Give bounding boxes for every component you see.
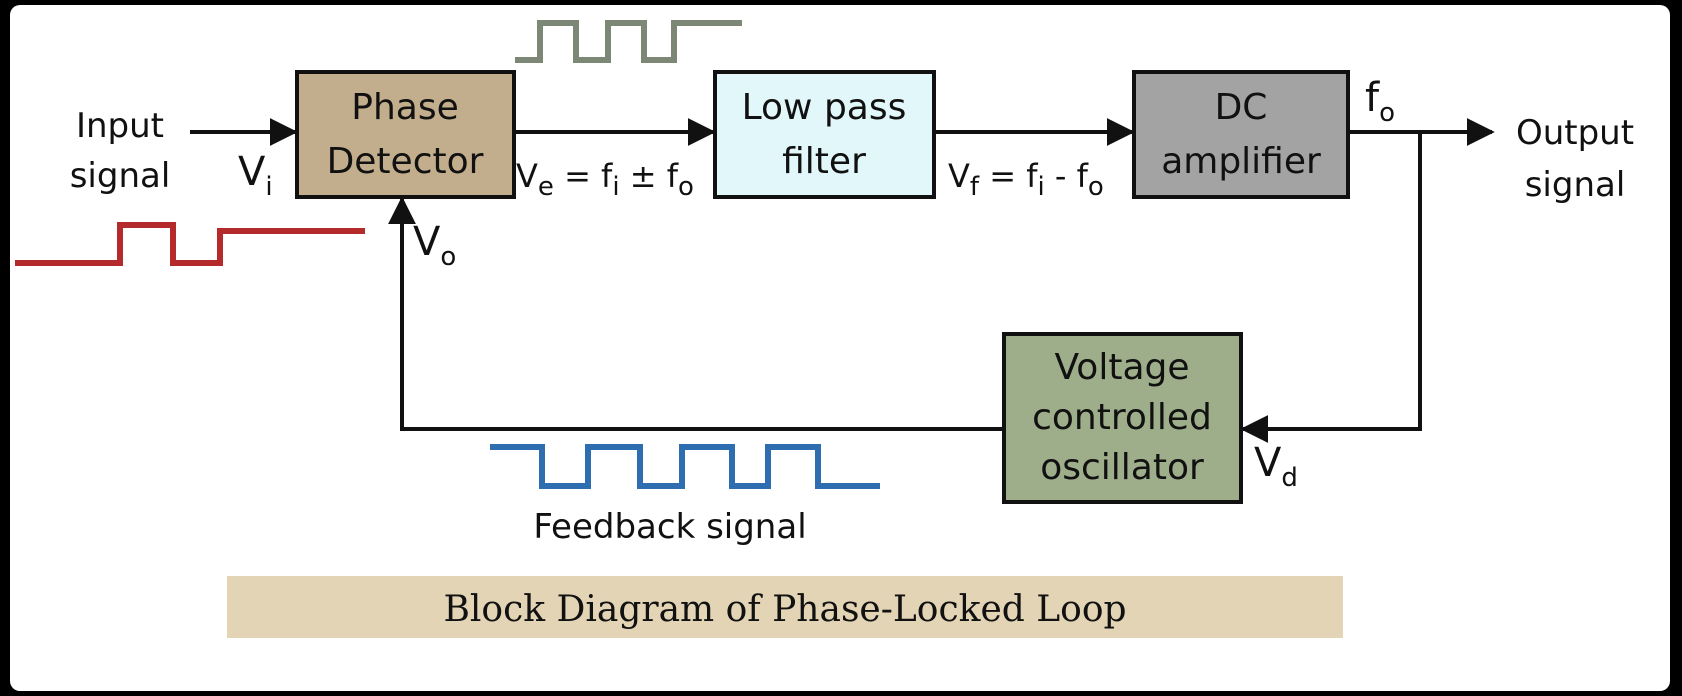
low-pass-filter-block: Low pass filter bbox=[713, 70, 936, 199]
ve-equation: Ve = fi ± fo bbox=[516, 157, 694, 202]
filter-waveform bbox=[515, 20, 742, 63]
dc-amplifier-line-2: amplifier bbox=[1161, 141, 1321, 182]
pll-block-diagram: Phase Detector Low pass filter DC amplif… bbox=[15, 20, 1634, 638]
low-pass-filter-line-2: filter bbox=[782, 141, 866, 182]
diagram-canvas: Phase Detector Low pass filter DC amplif… bbox=[10, 5, 1670, 691]
dc-amplifier-block: DC amplifier bbox=[1132, 70, 1350, 199]
phase-detector-line-2: Detector bbox=[327, 141, 484, 182]
output-label-line-2: signal bbox=[1525, 165, 1626, 205]
vco-to-pd-path bbox=[388, 196, 1002, 431]
vco-line-2: controlled bbox=[1032, 397, 1212, 438]
vf-equation: Vf = fi - fo bbox=[948, 157, 1104, 202]
phase-detector-block: Phase Detector bbox=[295, 70, 516, 199]
vco-line-3: oscillator bbox=[1040, 447, 1204, 488]
dc-amplifier-line-1: DC bbox=[1215, 87, 1268, 128]
input-label-line-1: Input bbox=[76, 106, 164, 146]
caption-band bbox=[227, 576, 1343, 638]
low-pass-filter-line-1: Low pass bbox=[742, 87, 907, 128]
feedback-to-vco-path bbox=[1240, 132, 1422, 443]
input-waveform bbox=[15, 222, 365, 266]
vd-label: Vd bbox=[1254, 440, 1298, 493]
diagram-title: Block Diagram of Phase-Locked Loop bbox=[443, 589, 1126, 630]
phase-detector-line-1: Phase bbox=[351, 87, 459, 128]
feedback-waveform bbox=[490, 444, 880, 489]
vi-label: Vi bbox=[238, 149, 273, 202]
vo-label: Vo bbox=[413, 219, 456, 272]
input-label-line-2: signal bbox=[70, 156, 171, 196]
vco-block: Voltage controlled oscillator bbox=[1002, 332, 1243, 504]
output-label-line-1: Output bbox=[1516, 113, 1634, 153]
feedback-signal-label: Feedback signal bbox=[533, 507, 806, 547]
fo-label: fo bbox=[1365, 75, 1395, 128]
vco-line-1: Voltage bbox=[1054, 347, 1189, 388]
